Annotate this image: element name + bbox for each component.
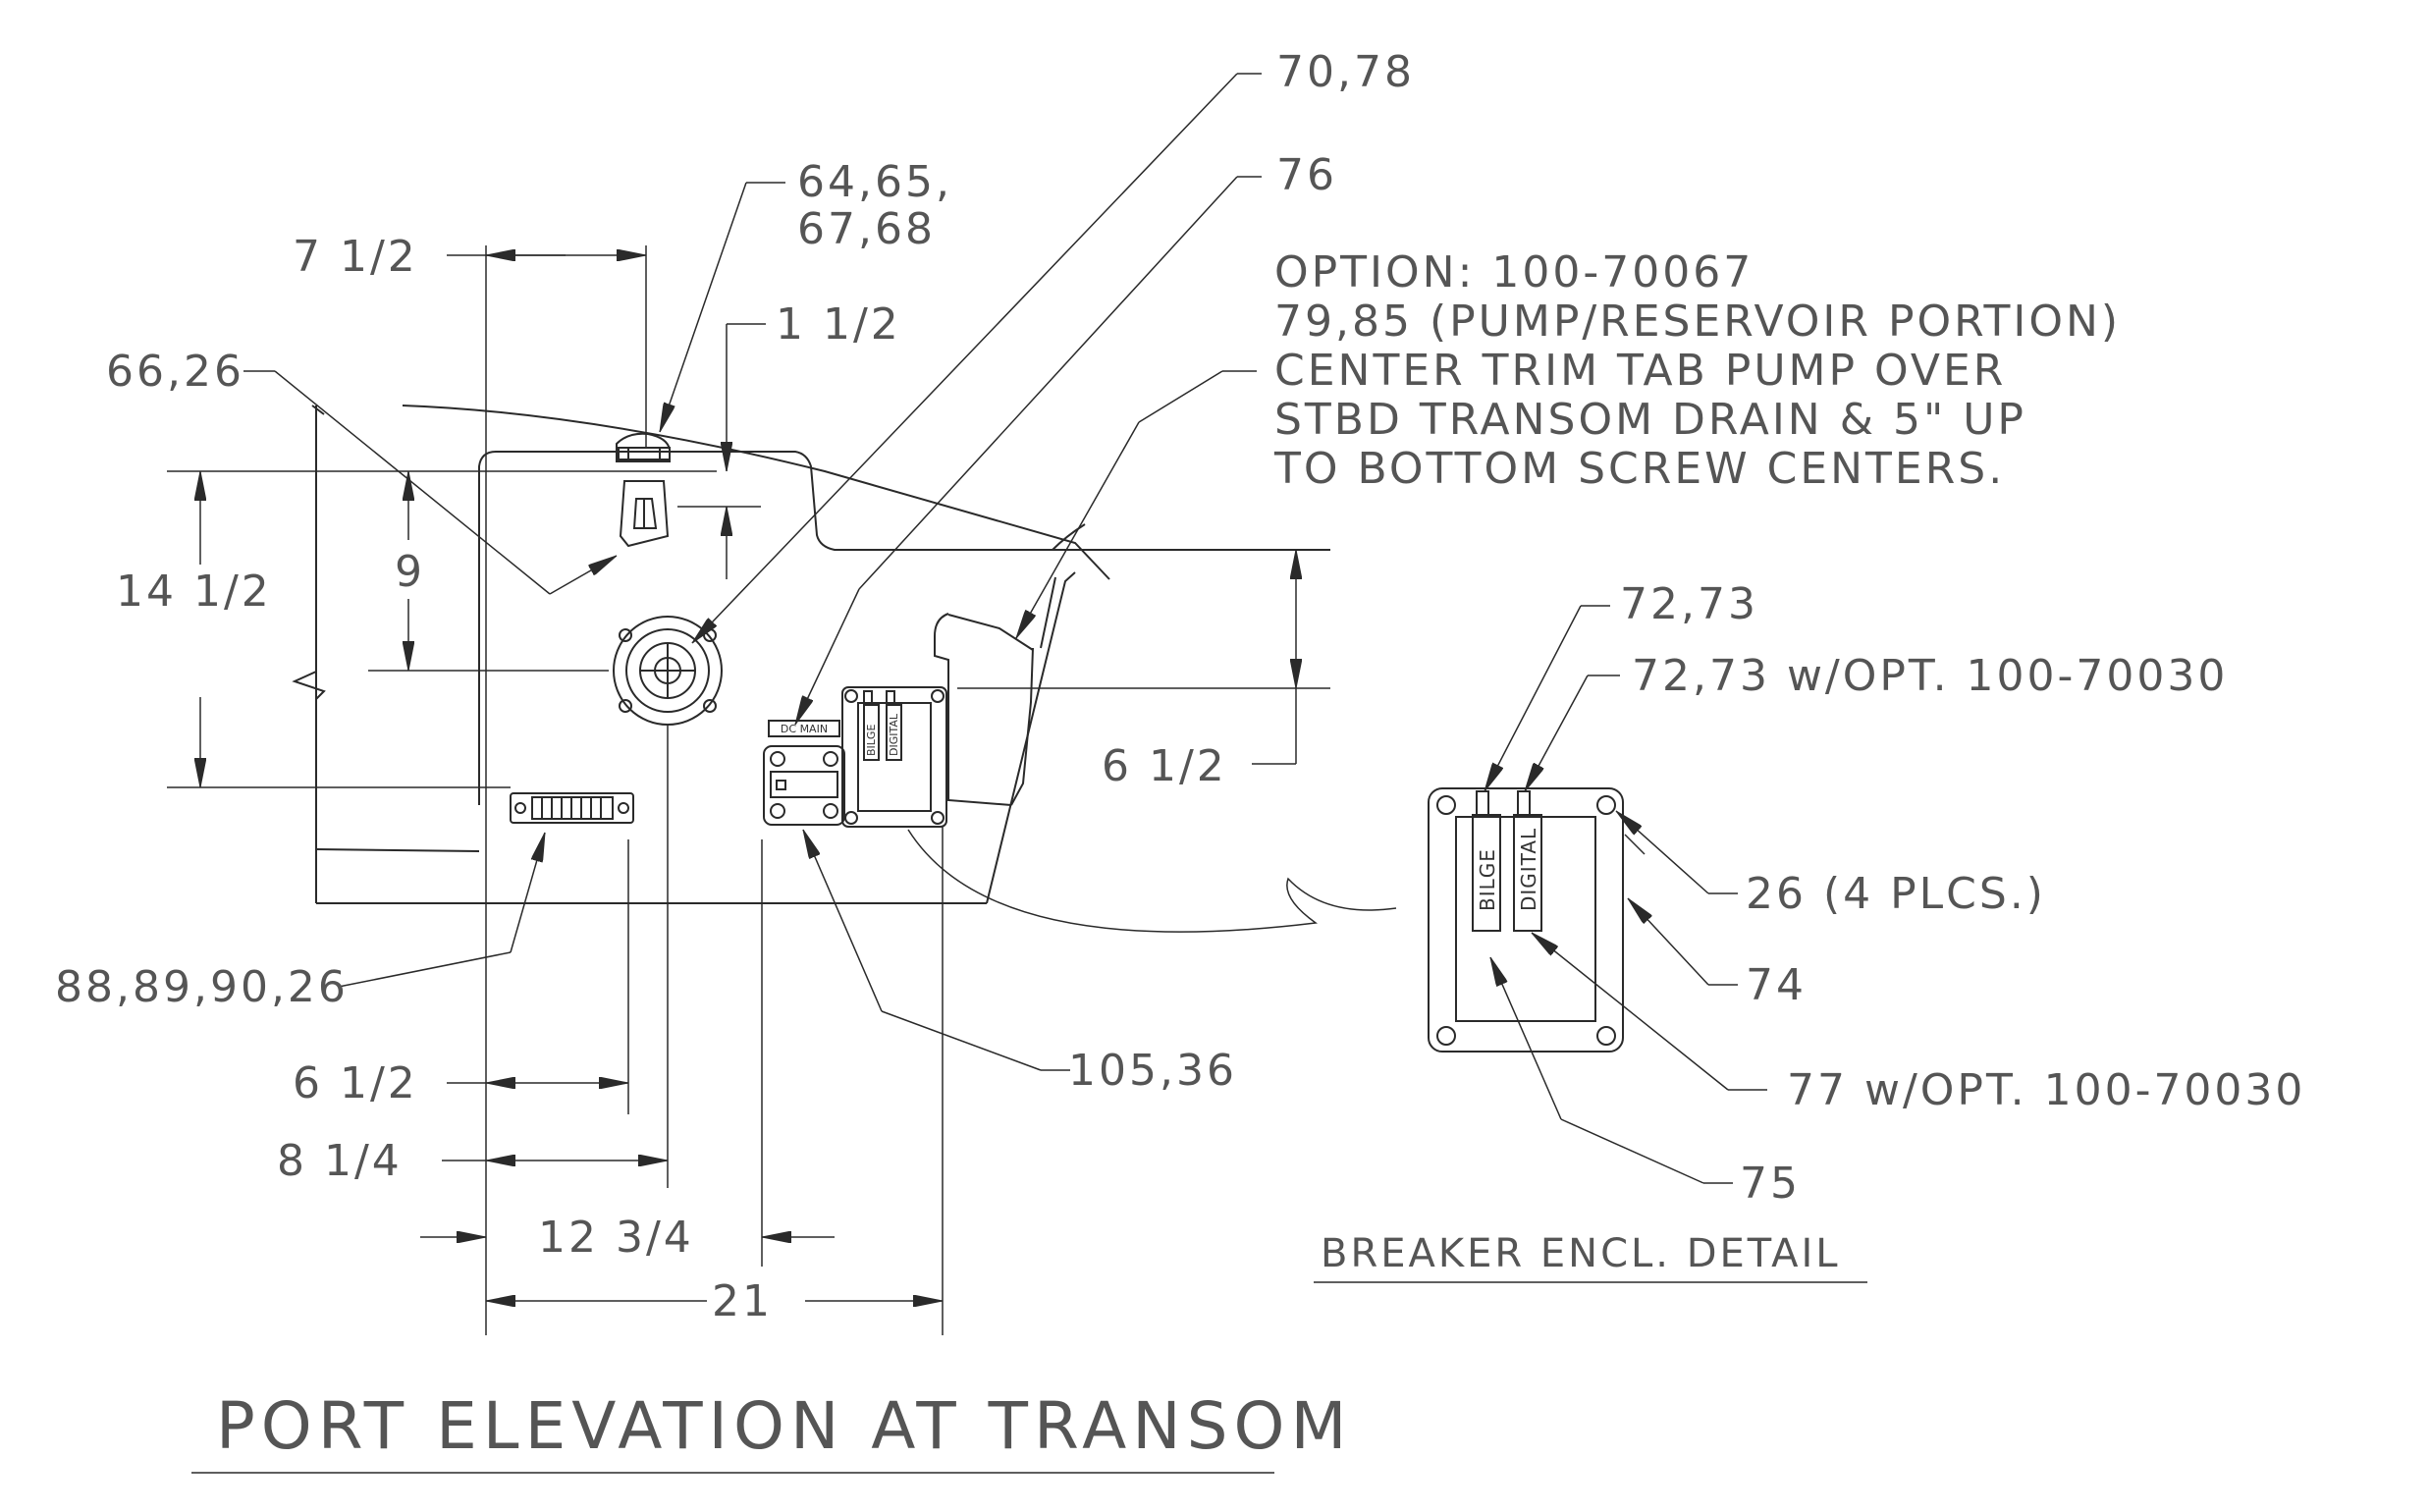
detail-title: BREAKER ENCL. DETAIL [1321, 1231, 1841, 1276]
callout-105-36: 105,36 [1068, 1046, 1237, 1096]
note-line-1: OPTION: 100-70067 [1274, 247, 1754, 297]
callout-labels: 70,78 76 64,65, 67,68 66,26 88,89,90,26 … [55, 47, 2305, 1209]
digital-label-small: DIGITAL [888, 713, 900, 756]
break-line [292, 660, 326, 707]
note-line-4: STBD TRANSOM DRAIN & 5" UP [1274, 395, 2026, 445]
callout-70-78: 70,78 [1276, 47, 1415, 97]
callout-75: 75 [1740, 1159, 1801, 1209]
dim-6-1-2-bottom: 6 1/2 [293, 1058, 418, 1108]
callout-76: 76 [1276, 150, 1337, 200]
thru-hull-fitting [616, 432, 671, 548]
dim-7-1-2: 7 1/2 [293, 232, 418, 282]
callout-64-65: 64,65, [797, 157, 952, 207]
dim-21: 21 [712, 1276, 773, 1326]
bilge-label-detail: BILGE [1476, 848, 1499, 911]
bilge-label-small: BILGE [865, 725, 878, 756]
detail-leader-lines [1484, 605, 1767, 1184]
dim-1-1-2: 1 1/2 [776, 299, 901, 350]
note-line-3: CENTER TRIM TAB PUMP OVER [1274, 346, 2006, 396]
dim-12-3-4: 12 3/4 [538, 1213, 694, 1263]
leader-lines [243, 73, 1397, 1071]
note-line-5: TO BOTTOM SCREW CENTERS. [1273, 444, 2005, 494]
dim-14-1-2: 14 1/2 [116, 567, 272, 617]
note-line-2: 79,85 (PUMP/RESERVOIR PORTION) [1274, 297, 2121, 347]
callout-72-73: 72,73 [1620, 579, 1758, 629]
breaker-enclosure-detail: BILGE DIGITAL [1428, 787, 1646, 1053]
callout-26-4-plcs: 26 (4 PLCS.) [1746, 869, 2046, 919]
callout-72-73-opt: 72,73 w/OPT. 100-70030 [1632, 651, 2228, 701]
fuse-panel [510, 792, 634, 824]
callout-66-26: 66,26 [106, 347, 244, 397]
callout-74: 74 [1746, 960, 1807, 1010]
dim-8-1-4: 8 1/4 [277, 1136, 403, 1186]
transom-outline [311, 405, 1330, 904]
breaker-enclosure-small: BILGE DIGITAL [841, 686, 947, 828]
dc-main-breaker: DC MAIN [763, 720, 845, 826]
option-note: OPTION: 100-70067 79,85 (PUMP/RESERVOIR … [1273, 247, 2121, 494]
dc-main-label: DC MAIN [781, 723, 828, 735]
callout-67-68: 67,68 [797, 204, 936, 254]
drawing-title: PORT ELEVATION AT TRANSOM [216, 1388, 1352, 1464]
dimension-labels: 7 1/2 1 1/2 14 1/2 9 6 1/2 6 1/2 8 1/4 1… [116, 232, 1227, 1326]
dim-6-1-2-right: 6 1/2 [1102, 741, 1227, 791]
callout-77-opt: 77 w/OPT. 100-70030 [1787, 1065, 2305, 1115]
titles: BREAKER ENCL. DETAIL PORT ELEVATION AT T… [191, 1231, 1867, 1474]
digital-label-detail: DIGITAL [1517, 828, 1540, 911]
dim-9: 9 [395, 547, 425, 597]
callout-88-89-90-26: 88,89,90,26 [55, 962, 349, 1012]
dimension-lines [167, 245, 1330, 1335]
shore-power-inlet [613, 616, 723, 726]
